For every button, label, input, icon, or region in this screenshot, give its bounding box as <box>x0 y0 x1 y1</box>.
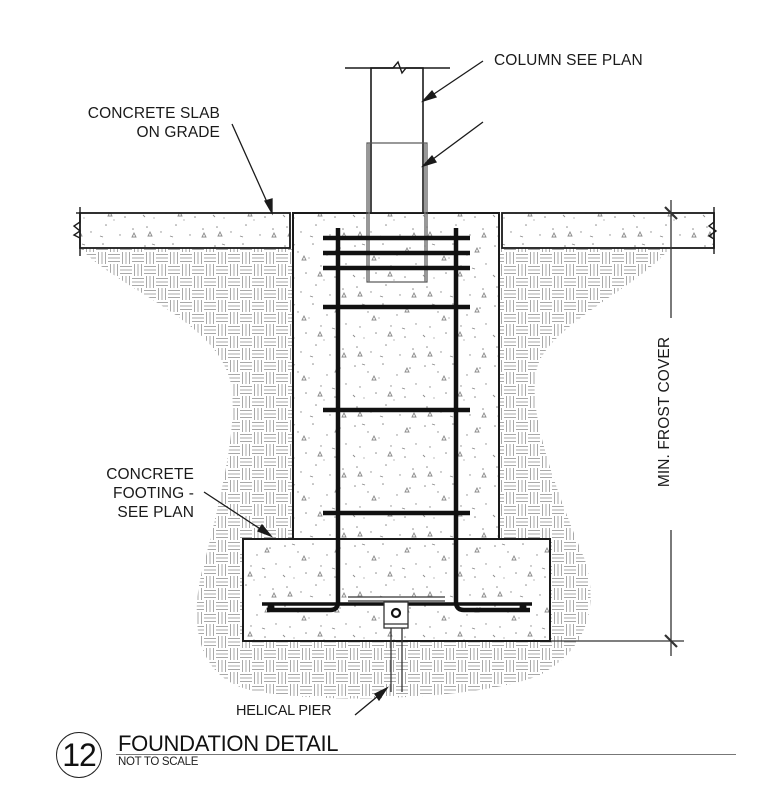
title-underline <box>116 754 736 755</box>
rebar-cage <box>262 228 532 613</box>
slab-right <box>501 207 718 254</box>
frost-cover-dimension <box>551 200 684 656</box>
helical-pier-label: HELICAL PIER <box>236 703 332 719</box>
footing-label-line1: CONCRETE <box>106 466 194 483</box>
footing-label: CONCRETE FOOTING - SEE PLAN <box>80 465 194 522</box>
slab-label-line2: ON GRADE <box>136 124 220 141</box>
detail-number-bubble: 12 <box>56 732 102 778</box>
slab-label: CONCRETE SLAB ON GRADE <box>60 104 220 142</box>
frost-cover-label: MIN. FROST COVER <box>656 336 673 488</box>
detail-scale: NOT TO SCALE <box>118 756 199 768</box>
pier-stem <box>292 212 500 540</box>
detail-title: FOUNDATION DETAIL <box>118 731 339 756</box>
helical-pier <box>348 596 445 692</box>
detail-number: 12 <box>62 736 97 773</box>
footing-label-line3: SEE PLAN <box>117 504 194 521</box>
footing-label-line2: FOOTING - <box>113 485 194 502</box>
column-label: COLUMN SEE PLAN <box>494 52 643 69</box>
leader-lines <box>203 60 484 716</box>
slab-left <box>72 207 291 256</box>
rebar-dots <box>267 603 527 611</box>
column <box>345 60 450 283</box>
slab-label-line1: CONCRETE SLAB <box>87 105 220 122</box>
